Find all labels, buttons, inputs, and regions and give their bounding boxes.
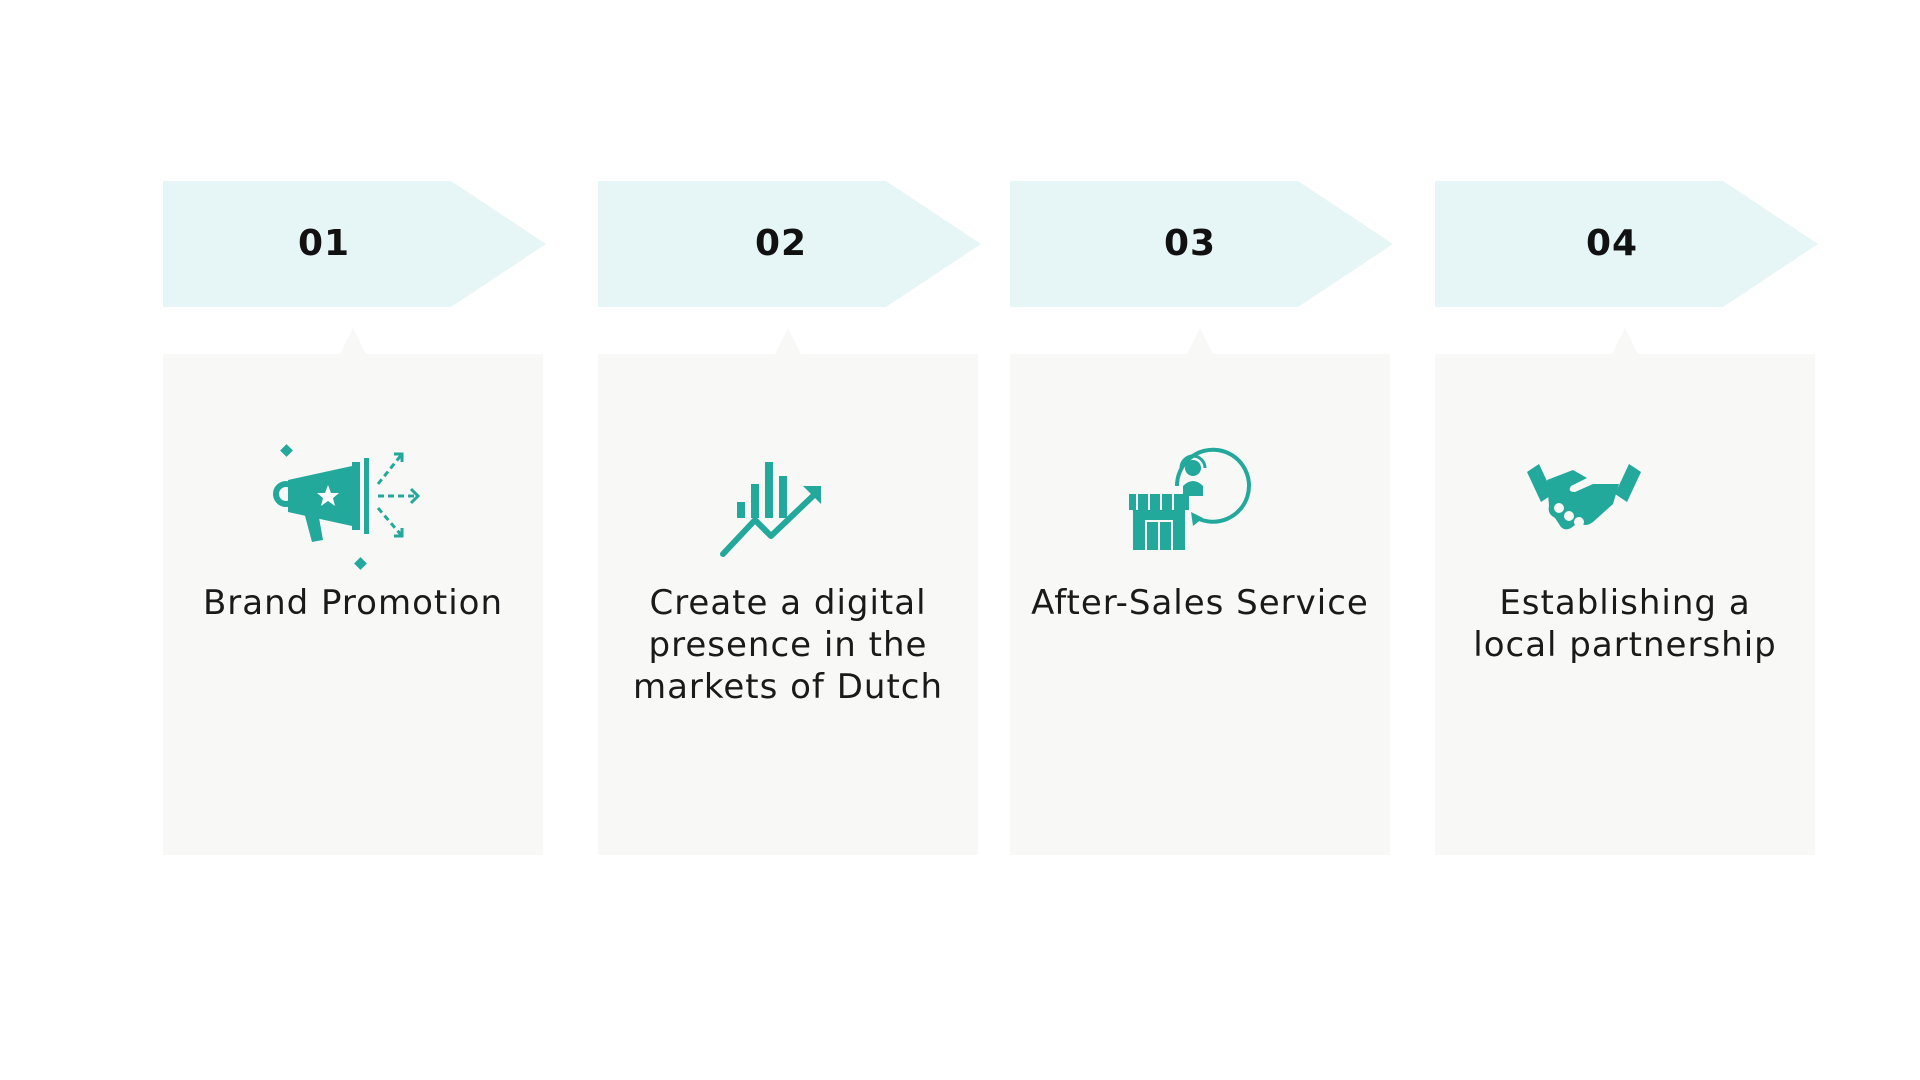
card-pointer [1612, 328, 1638, 354]
step-1-chevron [163, 181, 546, 307]
card-pointer [340, 328, 366, 354]
step-1-label: Brand Promotion [202, 583, 504, 623]
step-4: 04 Establishing a local partnership [1435, 0, 1818, 1080]
step-4-chevron [1435, 181, 1818, 307]
step-4-card: Establishing a local partnership [1435, 328, 1815, 855]
step-2-chevron [598, 181, 981, 307]
handshake-icon [1525, 442, 1695, 572]
step-4-number: 04 [1586, 223, 1639, 264]
step-1-number: 01 [298, 223, 351, 264]
store-support-icon [1125, 442, 1295, 572]
step-3-label: After-Sales Service [1031, 583, 1369, 623]
step-2: 02 Create a digital presence in the mark… [598, 0, 981, 1080]
step-2-label: Create a digital presence in the markets… [632, 583, 944, 707]
step-1-card: Brand Promotion [163, 328, 543, 855]
step-4-label: Establishing a local partnership [1473, 583, 1777, 665]
step-3-card: After-Sales Service [1010, 328, 1390, 855]
step-2-card: Create a digital presence in the markets… [598, 328, 978, 855]
step-1: 01 [163, 0, 546, 1080]
card-pointer [1187, 328, 1213, 354]
megaphone-icon [268, 442, 438, 572]
step-3-number: 03 [1164, 223, 1217, 264]
card-pointer [775, 328, 801, 354]
growth-chart-icon [703, 442, 873, 572]
step-3: 03 [1010, 0, 1393, 1080]
step-3-chevron [1010, 181, 1393, 307]
step-2-number: 02 [755, 223, 808, 264]
